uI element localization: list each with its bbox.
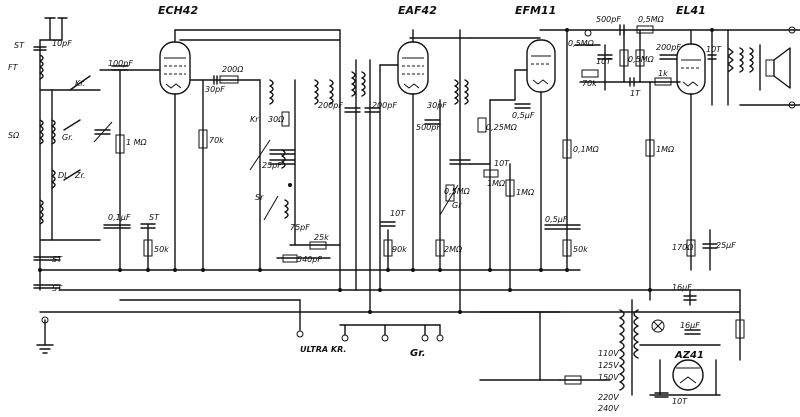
label-dl: DL xyxy=(58,171,69,180)
label-1m-c: 1MΩ xyxy=(516,188,535,197)
label-1k: 1k xyxy=(658,69,668,78)
label-25pf: 25pF xyxy=(262,161,282,170)
tube-eaf42 xyxy=(379,29,429,291)
label-st-mid: ST xyxy=(149,213,160,222)
label-gr1: Gr. xyxy=(62,133,73,142)
label-30pf: 30pF xyxy=(205,85,225,94)
label-170ohm: 170Ω xyxy=(672,243,694,252)
label-1t: 1T xyxy=(630,89,641,98)
label-gr2: Gr xyxy=(452,201,462,210)
label-75pf: 75pF xyxy=(290,223,310,232)
label-05m-c: 0,5MΩ xyxy=(628,55,655,64)
label-05m-d: 0,5MΩ xyxy=(638,15,665,24)
label-st-bot2: ST xyxy=(52,284,63,293)
label-25uf: 25µF xyxy=(716,241,736,250)
if-transformer-1 xyxy=(344,59,381,313)
label-200ohm: 200Ω xyxy=(222,65,244,74)
bus-wires xyxy=(39,29,800,313)
label-1m-b: 1MΩ xyxy=(487,179,506,188)
label-05m: 0,5MΩ xyxy=(444,187,471,196)
label-eaf42: EAF42 xyxy=(398,4,437,17)
label-st-top: ST xyxy=(14,41,25,50)
label-kr: Kr. xyxy=(75,79,85,88)
tube-el41 xyxy=(659,29,706,271)
label-sr: Sr xyxy=(255,193,264,202)
bottom-terminals xyxy=(119,299,444,342)
label-90k: 90k xyxy=(392,245,407,254)
label-240v: 240V xyxy=(598,404,619,413)
label-10t-b: 10T xyxy=(494,159,510,168)
label-sd: SΩ xyxy=(8,131,20,140)
tube-ech42 xyxy=(159,29,341,271)
label-150v: 150V xyxy=(598,373,619,382)
label-200pf-b: 200pF xyxy=(372,101,397,110)
label-05m-b: 0,5MΩ xyxy=(568,39,595,48)
label-220v: 220V xyxy=(598,393,619,402)
label-025m: 0,25MΩ xyxy=(486,123,518,132)
label-200pf-c: 200pF xyxy=(656,43,681,52)
label-az41: AZ41 xyxy=(674,350,704,361)
junction-dots xyxy=(38,28,714,314)
label-16uf: 16µF xyxy=(672,283,692,292)
efm11-parts xyxy=(544,24,672,271)
label-110v: 110V xyxy=(598,349,619,358)
oscillator-coils xyxy=(249,29,341,291)
label-125v: 125V xyxy=(598,361,619,370)
label-05uf-b: 0,5µF xyxy=(545,215,568,224)
label-30ohm: 30Ω xyxy=(268,115,285,124)
label-10t-a: 10T xyxy=(390,209,406,218)
output-stage xyxy=(645,26,796,301)
eaf42-parts xyxy=(380,29,541,313)
label-16uf-b: 16µF xyxy=(680,321,700,330)
label-50k-b: 50k xyxy=(573,245,588,254)
label-10t-c: 10T xyxy=(596,57,612,66)
label-25k: 25k xyxy=(314,233,329,242)
label-70k: 70k xyxy=(209,136,224,145)
label-10t-e: 10T xyxy=(672,397,688,406)
label-1m-d: 1MΩ xyxy=(656,145,675,154)
label-500pf: 500pF xyxy=(416,123,441,132)
label-ultra-kr: ULTRA KR. xyxy=(300,345,346,354)
label-30pf-b: 30pF xyxy=(427,101,447,110)
label-50k-a: 50k xyxy=(154,245,169,254)
label-kr2: Kr xyxy=(250,115,259,124)
label-10t-d: 10T xyxy=(706,45,722,54)
label-1mohm: 1 MΩ xyxy=(126,138,148,147)
label-01uf: 0,1µF xyxy=(108,213,131,222)
label-el41: EL41 xyxy=(676,4,706,17)
label-st-bot1: ST xyxy=(52,255,63,264)
label-500pf-b: 500pF xyxy=(596,15,621,24)
label-gr3: Gr. xyxy=(410,348,426,359)
label-70k-b: 70k xyxy=(582,79,597,88)
label-10pf: 10pF xyxy=(52,39,72,48)
label-2m: 2MΩ xyxy=(444,245,463,254)
label-01m: 0,1MΩ xyxy=(573,145,600,154)
label-ech42: ECH42 xyxy=(158,4,198,17)
label-ft: FT xyxy=(8,63,19,72)
label-200pf-a: 200pF xyxy=(318,101,343,110)
label-05uf: 0,5µF xyxy=(512,111,535,120)
label-zr: Zr. xyxy=(74,171,86,180)
label-efm11: EFM11 xyxy=(515,4,556,17)
label-100pf: 100pF xyxy=(108,59,133,68)
label-540pf: 540pF xyxy=(297,255,322,264)
ech42-parts xyxy=(103,65,261,271)
power-supply xyxy=(479,289,745,398)
antenna-section xyxy=(33,17,113,354)
tube-efm11 xyxy=(489,39,556,271)
